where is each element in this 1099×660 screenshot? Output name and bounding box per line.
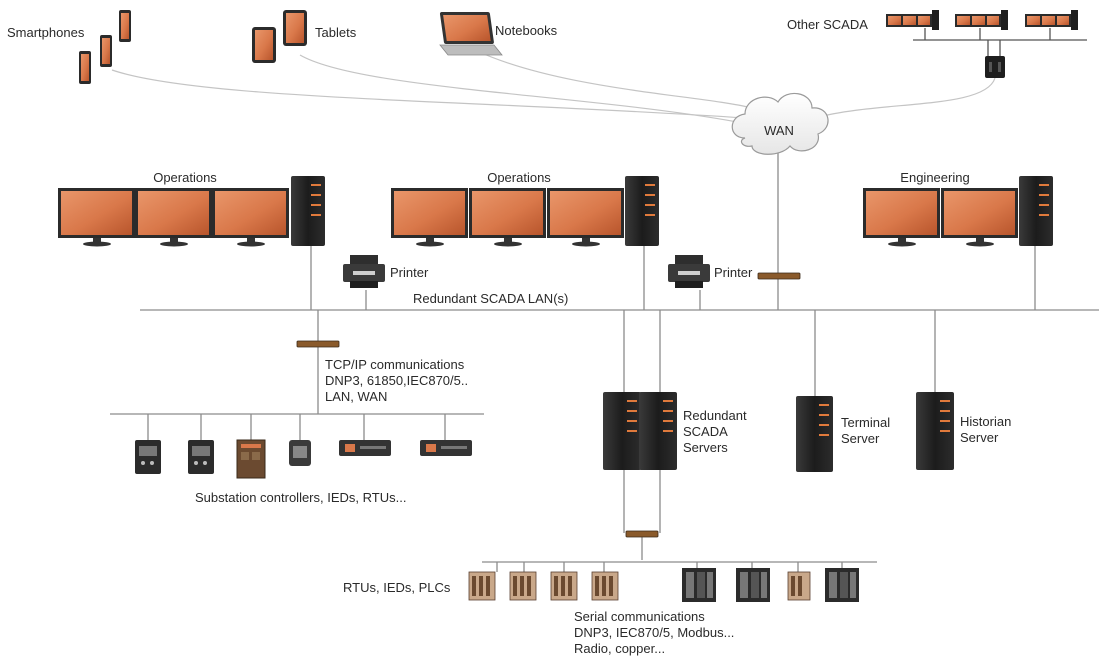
- plc-icon: [825, 568, 859, 602]
- notebook-icon: [439, 12, 503, 56]
- rtu-module-icon: [468, 571, 496, 601]
- server-tower-icon: [639, 392, 677, 470]
- wan-label: WAN: [764, 123, 794, 138]
- monitor-icon: [863, 188, 940, 247]
- other-scada-icon: [886, 10, 1078, 78]
- smartphones-label: Smartphones: [7, 25, 85, 40]
- plc-icon: [682, 568, 716, 602]
- ied-icon: [135, 440, 161, 474]
- other-scada-label: Other SCADA: [787, 17, 868, 32]
- network-switch-icon: [757, 272, 801, 280]
- network-switch-icon: [625, 530, 659, 538]
- field-devices-label: RTUs, IEDs, PLCs: [343, 580, 451, 595]
- operations-2-label: Operations: [487, 170, 551, 185]
- monitor-icon: [941, 188, 1018, 247]
- relay-icon: [420, 440, 472, 456]
- monitor-icon: [58, 188, 135, 247]
- smartphone-icon: [79, 10, 131, 84]
- monitor-icon: [135, 188, 212, 247]
- scada-servers-label: Redundant SCADA Servers: [683, 408, 747, 455]
- rtu-cabinet-icon: [236, 439, 266, 479]
- monitor-icon: [391, 188, 468, 247]
- tablets-label: Tablets: [315, 25, 357, 40]
- field-devices: [468, 568, 859, 602]
- monitor-icon: [547, 188, 624, 247]
- monitor-icon: [212, 188, 289, 247]
- monitor-icon: [469, 188, 546, 247]
- wan-links: [111, 49, 996, 125]
- substation-devices: [135, 439, 472, 479]
- tablet-icon: [252, 10, 307, 63]
- controller-icon: [289, 440, 311, 466]
- substation-label: Substation controllers, IEDs, RTUs...: [195, 490, 407, 505]
- terminal-server-label: Terminal Server: [841, 415, 891, 446]
- serial-comms-label: Serial communications DNP3, IEC870/5, Mo…: [574, 609, 735, 656]
- rtu-module-icon: [509, 571, 537, 601]
- notebooks-label: Notebooks: [495, 23, 558, 38]
- printer-icon: [668, 255, 710, 288]
- rtu-module-icon: [591, 571, 619, 601]
- network-switch-icon: [296, 340, 340, 348]
- rtu-module-icon: [550, 571, 578, 601]
- operations-workstation-2: [391, 176, 659, 247]
- wan-cloud-icon: [731, 92, 829, 155]
- server-tower-icon: [1019, 176, 1053, 246]
- relay-icon: [339, 440, 391, 456]
- lan-label: Redundant SCADA LAN(s): [413, 291, 569, 306]
- engineering-label: Engineering: [900, 170, 970, 185]
- historian-server: [916, 392, 954, 470]
- operations-1-label: Operations: [153, 170, 217, 185]
- engineering-workstation: [863, 176, 1053, 247]
- printer-1-label: Printer: [390, 265, 429, 280]
- server-tower-icon: [291, 176, 325, 246]
- printer-2-label: Printer: [714, 265, 753, 280]
- ied-icon: [188, 440, 214, 474]
- operations-workstation-1: [58, 176, 325, 247]
- terminal-server: [796, 396, 833, 472]
- redundant-scada-servers: [603, 392, 677, 470]
- server-tower-icon: [625, 176, 659, 246]
- rtu-module-icon: [787, 571, 811, 601]
- plc-icon: [736, 568, 770, 602]
- tcpip-label: TCP/IP communications DNP3, 61850,IEC870…: [325, 357, 469, 404]
- printer-icon: [343, 255, 385, 288]
- server-tower-icon: [603, 392, 641, 470]
- network-lines: [110, 28, 1099, 572]
- historian-server-label: Historian Server: [960, 414, 1012, 445]
